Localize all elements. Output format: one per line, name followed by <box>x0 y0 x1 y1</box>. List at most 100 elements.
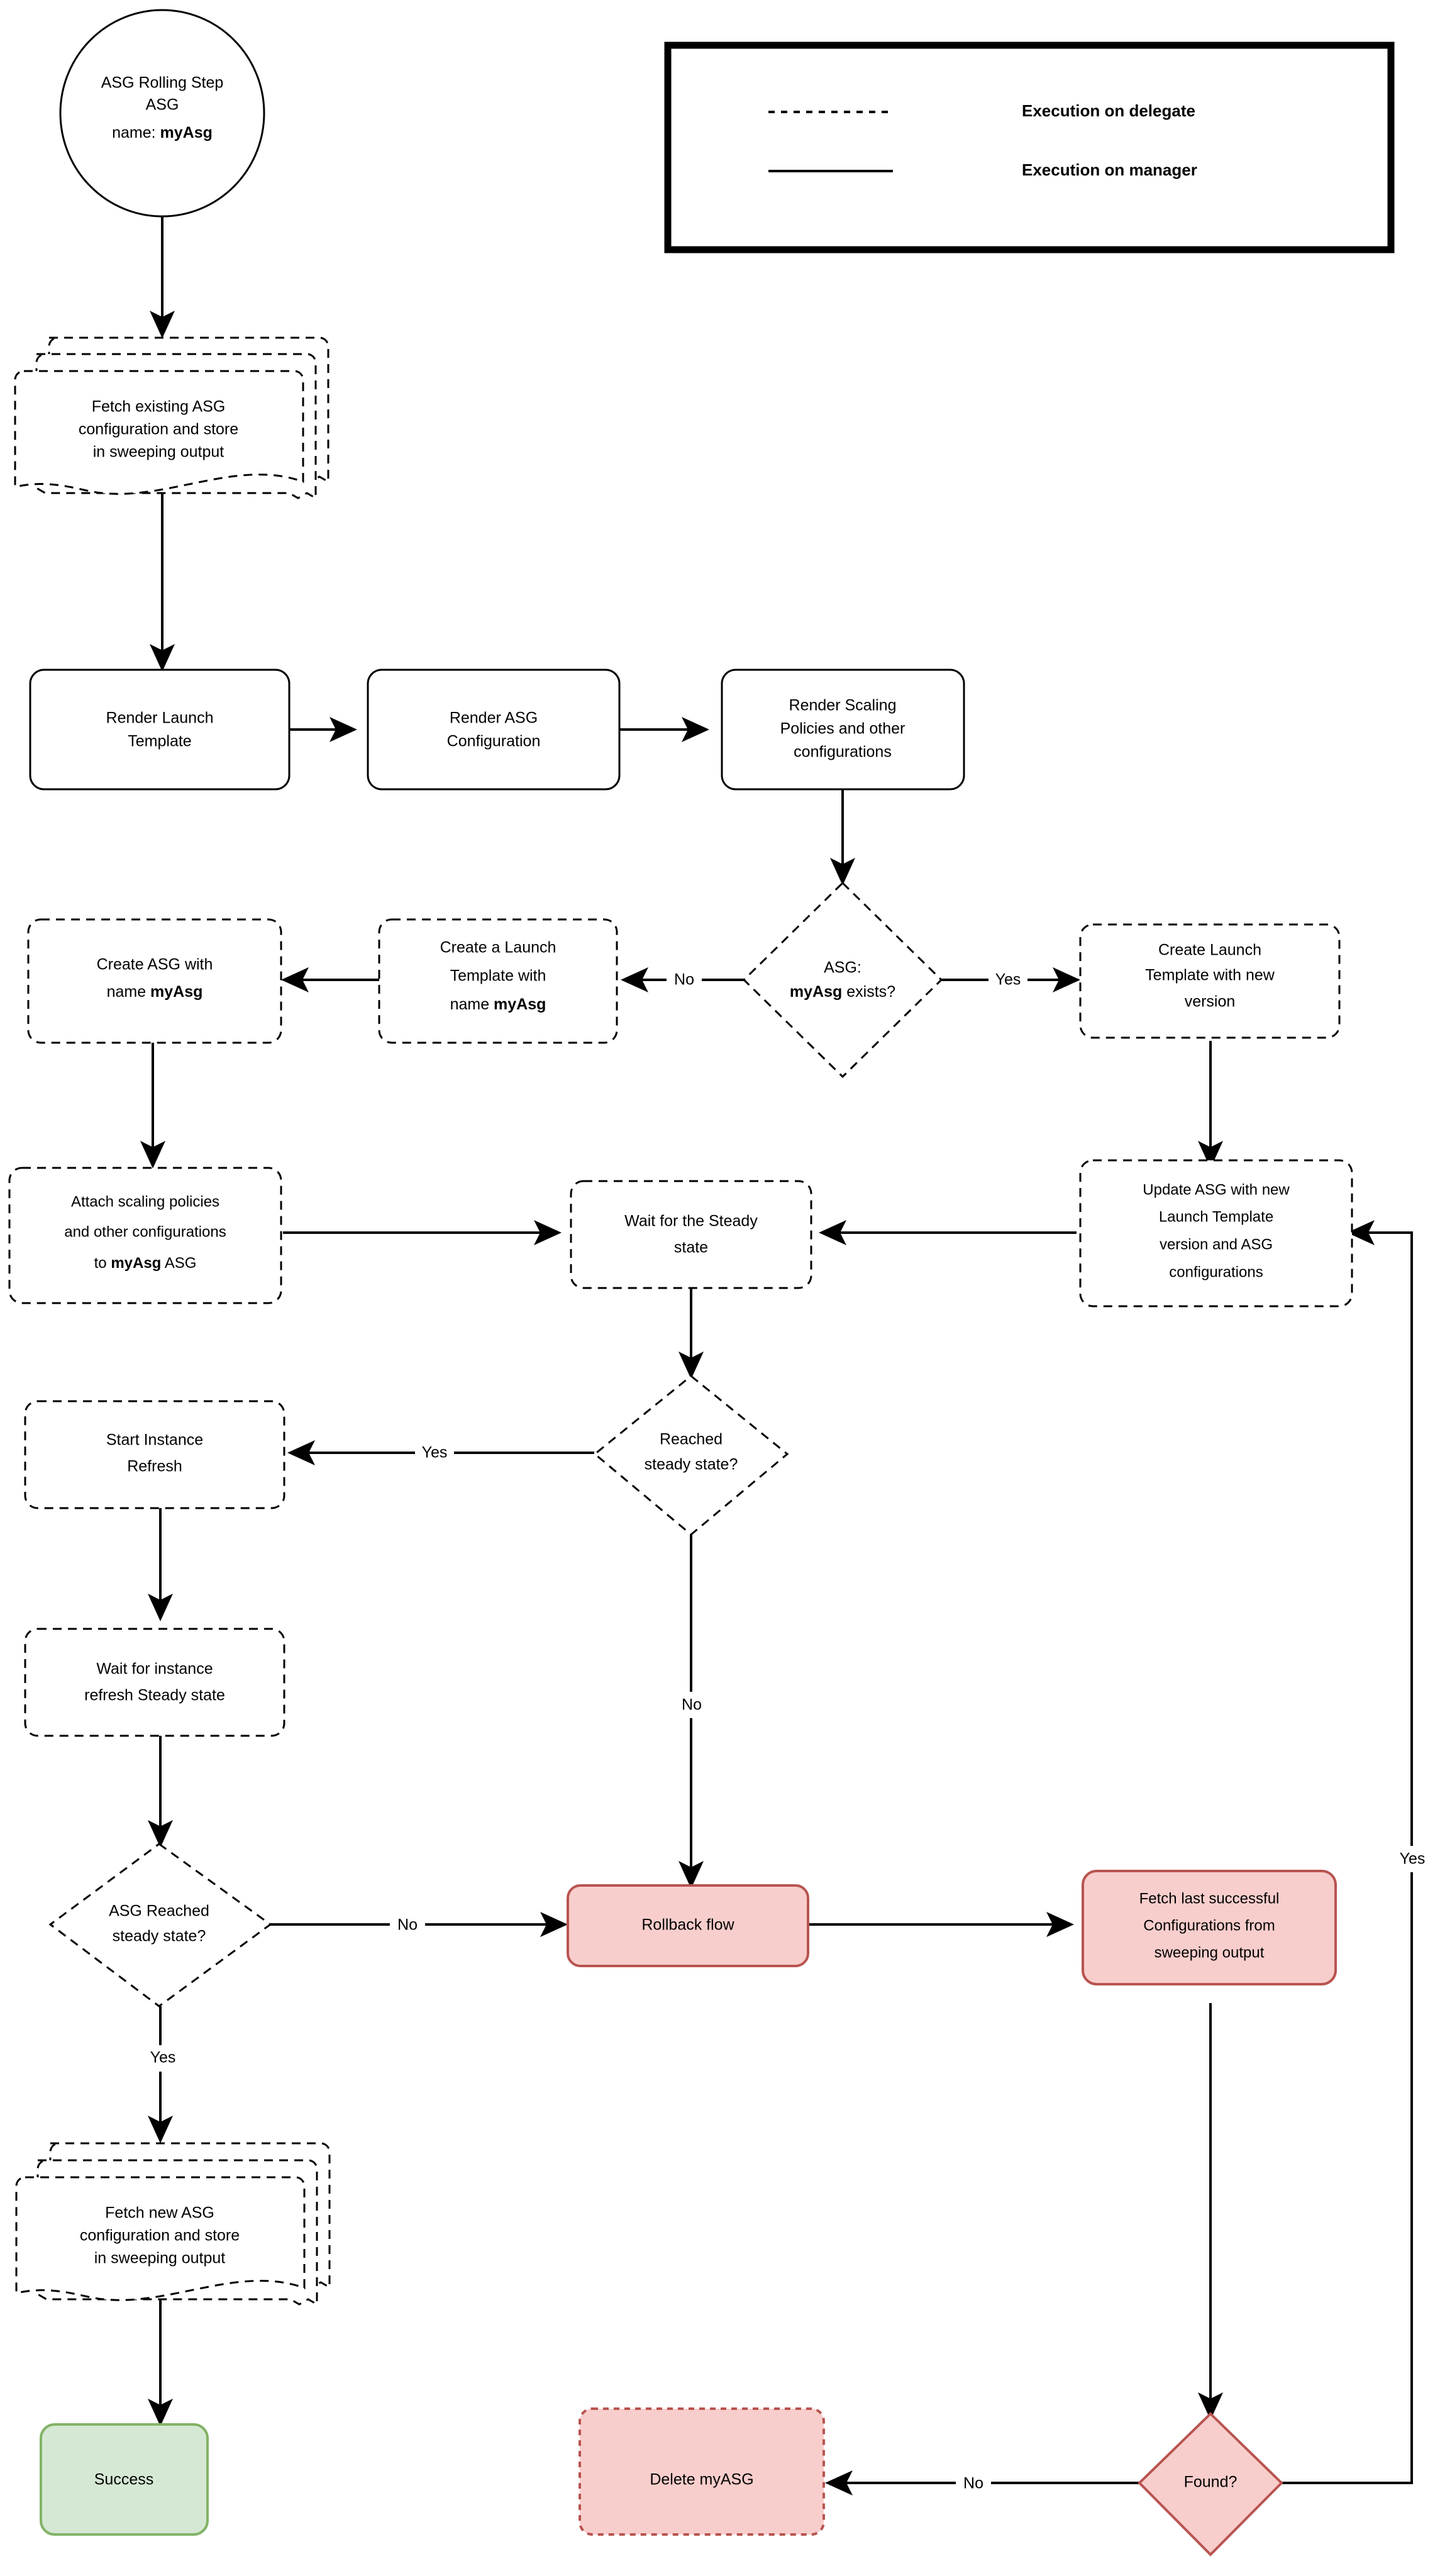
node-success[interactable]: Success <box>40 2423 209 2536</box>
fetch-new-line1: Fetch new ASG <box>105 2204 214 2222</box>
fetch-new-line2: configuration and store <box>80 2227 240 2245</box>
fetch-existing-line3: in sweeping output <box>93 443 224 461</box>
wait-steady-state-box[interactable] <box>570 1180 812 1289</box>
edge-label-asg-exists-yes: Yes <box>995 971 1021 989</box>
render-asg-configuration-line1: Render ASG <box>450 709 538 727</box>
update-asg-line4: configurations <box>1169 1263 1263 1280</box>
node-attach-scaling-policies[interactable]: Attach scaling policies and other config… <box>8 1167 282 1304</box>
node-found-decision[interactable]: Found? <box>1138 2412 1283 2557</box>
asg-reached-line1: ASG Reached <box>109 1902 209 1920</box>
wait-refresh-line1: Wait for instance <box>96 1660 213 1678</box>
fetch-last-line3: sweeping output <box>1155 1944 1265 1961</box>
asg-exists-diamond[interactable] <box>742 881 943 1079</box>
node-start[interactable]: ASG Rolling Step ASG name: myAsg <box>59 9 265 218</box>
edge-label-found-yes: Yes <box>1400 1850 1426 1868</box>
reached-steady-state-diamond[interactable] <box>593 1375 789 1536</box>
create-lt-new-line3: version <box>1185 993 1236 1011</box>
start-refresh-line2: Refresh <box>127 1458 182 1475</box>
reached-steady-line2: steady state? <box>645 1456 738 1474</box>
node-render-asg-configuration[interactable]: Render ASG Configuration <box>367 669 621 791</box>
fetch-new-line3: in sweeping output <box>94 2250 226 2267</box>
fetch-last-line1: Fetch last successful <box>1139 1890 1280 1907</box>
render-scaling-policies-box[interactable] <box>721 669 965 791</box>
render-scaling-line1: Render Scaling <box>789 697 897 714</box>
node-rollback-flow[interactable]: Rollback flow <box>567 1884 809 1967</box>
attach-line2: and other configurations <box>64 1223 226 1240</box>
edges <box>140 217 1413 2496</box>
fetch-existing-doc-front[interactable] <box>14 370 304 495</box>
node-create-launch-template-named[interactable]: Create a Launch Template with name myAsg <box>378 918 618 1044</box>
node-wait-instance-refresh[interactable]: Wait for instance refresh Steady state <box>24 1628 285 1737</box>
rollback-flow-line1: Rollback flow <box>641 1916 734 1934</box>
node-delete-myasg[interactable]: Delete myASG <box>579 2407 825 2536</box>
edge-label-asg-exists-no: No <box>674 971 694 989</box>
start-instance-refresh-box[interactable] <box>24 1400 285 1509</box>
legend-label-manager: Execution on manager <box>1022 160 1197 179</box>
success-label: Success <box>94 2471 153 2489</box>
wait-instance-refresh-box[interactable] <box>24 1628 285 1737</box>
render-launch-template-box[interactable] <box>29 669 291 791</box>
wait-refresh-line2: refresh Steady state <box>84 1687 225 1704</box>
render-asg-configuration-line2: Configuration <box>447 733 541 750</box>
asg-reached-steady-state-diamond[interactable] <box>48 1843 272 2007</box>
node-asg-exists-decision[interactable]: ASG: myAsg exists? <box>742 881 943 1079</box>
attach-scaling-policies-box[interactable] <box>8 1167 282 1304</box>
wait-steady-line1: Wait for the Steady <box>624 1213 758 1230</box>
render-asg-configuration-box[interactable] <box>367 669 621 791</box>
delete-myasg-box[interactable] <box>579 2407 825 2536</box>
delete-myasg-label: Delete myASG <box>650 2471 753 2489</box>
start-refresh-line1: Start Instance <box>106 1431 203 1449</box>
render-scaling-line3: configurations <box>794 743 892 761</box>
rollback-flow-box[interactable] <box>567 1884 809 1967</box>
create-asg-box[interactable] <box>27 918 282 1044</box>
create-lt-named-line3: name myAsg <box>450 996 546 1013</box>
node-wait-steady-state[interactable]: Wait for the Steady state <box>570 1180 812 1289</box>
update-asg-line3: version and ASG <box>1160 1236 1273 1253</box>
node-create-asg[interactable]: Create ASG with name myAsg <box>27 918 282 1044</box>
edge-label-reached-steady-no: No <box>682 1696 702 1714</box>
legend-label-delegate: Execution on delegate <box>1022 101 1195 120</box>
render-launch-template-line1: Render Launch <box>106 709 214 727</box>
update-asg-box[interactable] <box>1079 1159 1353 1307</box>
update-asg-line1: Update ASG with new <box>1143 1181 1290 1198</box>
legend-box <box>664 42 1395 253</box>
fetch-existing-line1: Fetch existing ASG <box>92 398 226 416</box>
legend: Execution on delegate Execution on manag… <box>664 42 1395 253</box>
attach-line3: to myAsg ASG <box>94 1255 197 1272</box>
fetch-last-line2: Configurations from <box>1143 1917 1275 1934</box>
create-asg-line2: name myAsg <box>107 983 203 1001</box>
create-lt-new-line1: Create Launch <box>1158 941 1261 959</box>
start-line1: ASG Rolling Step <box>101 74 224 92</box>
start-line3: name: myAsg <box>112 124 213 142</box>
asg-exists-line1: ASG: <box>824 959 861 977</box>
start-ellipse[interactable] <box>59 9 265 218</box>
create-launch-template-new-version-box[interactable] <box>1079 923 1341 1039</box>
node-reached-steady-state-decision[interactable]: Reached steady state? <box>593 1375 789 1536</box>
start-line2: ASG <box>146 96 179 114</box>
node-start-instance-refresh[interactable]: Start Instance Refresh <box>24 1400 285 1509</box>
node-fetch-new-asg-config[interactable]: Fetch new ASG configuration and store in… <box>15 2142 331 2306</box>
create-launch-template-named-box[interactable] <box>378 918 618 1044</box>
fetch-last-successful-box[interactable] <box>1082 1870 1337 1985</box>
node-asg-reached-steady-state-decision[interactable]: ASG Reached steady state? <box>48 1843 272 2007</box>
node-fetch-existing-config[interactable]: Fetch existing ASG configuration and sto… <box>14 336 330 500</box>
fetch-new-doc-front[interactable] <box>15 2176 306 2301</box>
wait-steady-line2: state <box>674 1239 708 1257</box>
found-label: Found? <box>1184 2473 1238 2491</box>
fetch-existing-line2: configuration and store <box>79 421 238 438</box>
node-create-launch-template-new-version[interactable]: Create Launch Template with new version <box>1079 923 1341 1039</box>
create-lt-named-line1: Create a Launch <box>440 939 557 957</box>
node-render-launch-template[interactable]: Render Launch Template <box>29 669 291 791</box>
update-asg-line2: Launch Template <box>1159 1208 1273 1225</box>
node-fetch-last-successful[interactable]: Fetch last successful Configurations fro… <box>1082 1870 1337 1985</box>
render-scaling-line2: Policies and other <box>780 720 906 738</box>
found-diamond[interactable] <box>1138 2412 1283 2557</box>
node-render-scaling-policies[interactable]: Render Scaling Policies and other config… <box>721 669 965 791</box>
create-asg-line1: Create ASG with <box>97 956 213 974</box>
node-update-asg[interactable]: Update ASG with new Launch Template vers… <box>1079 1159 1353 1307</box>
asg-reached-line2: steady state? <box>113 1928 206 1945</box>
success-box[interactable] <box>40 2423 209 2536</box>
reached-steady-line1: Reached <box>660 1431 723 1448</box>
edge-found-yes-to-update <box>1280 1220 1413 2484</box>
